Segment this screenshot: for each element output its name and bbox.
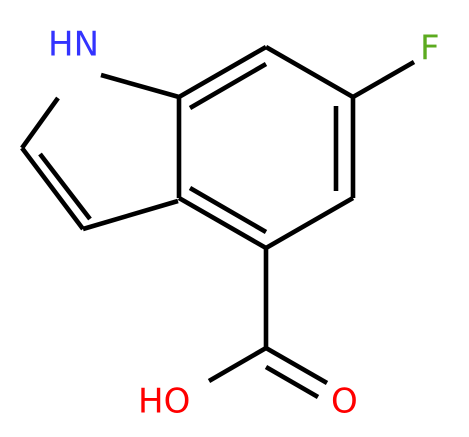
bond-c4-c3a-inner [188, 186, 268, 234]
bond-c7a-c7 [177, 45, 268, 99]
hydroxyl-atom-label: HO [138, 382, 190, 422]
substituents [207, 60, 416, 399]
bond-c2-c3-inner [38, 152, 92, 221]
pyrrole-ring [20, 72, 180, 232]
bond-carboxyl-o-inner [264, 365, 320, 399]
bond-c7-c6 [264, 45, 355, 99]
bond-c6-f [351, 60, 416, 99]
bond-c3-c3a [82, 198, 179, 232]
benzene-ring [176, 45, 356, 250]
bond-carboxyl-o-outer [264, 346, 329, 385]
oxygen-atom-label: O [331, 382, 358, 422]
bond-n1-c7a [100, 72, 180, 100]
bond-c4-c3a [177, 196, 268, 250]
bond-carboxyl-oh [207, 346, 268, 383]
bond-c7a-c7-inner [188, 62, 268, 110]
bond-c2-c3 [20, 146, 85, 231]
nh-atom-label: HN [48, 25, 99, 65]
bond-n1-c2 [20, 96, 60, 150]
bond-c5-c4 [264, 196, 355, 250]
fluorine-atom-label: F [420, 29, 440, 69]
